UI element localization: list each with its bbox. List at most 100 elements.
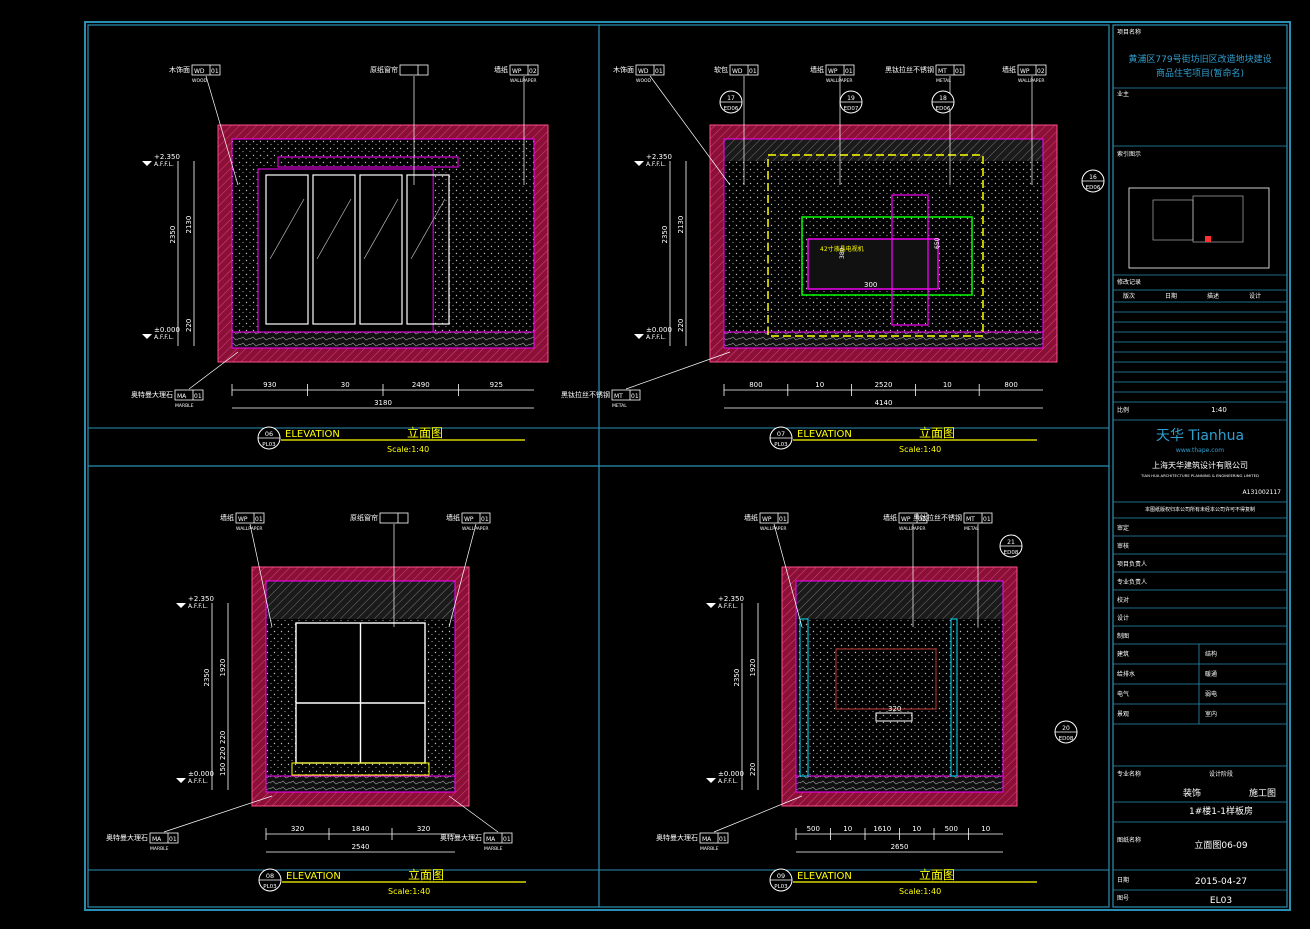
dim-text: 320	[417, 825, 430, 833]
tag-box	[729, 64, 759, 76]
tag-num: 01	[255, 516, 263, 523]
dim-text: 2350	[203, 669, 211, 687]
tag-code: MA	[486, 836, 496, 843]
level-marker	[176, 778, 186, 783]
callout-ref: ED08	[1059, 736, 1074, 742]
dim-text: 30	[341, 381, 350, 389]
level-afl: A.F.F.L.	[154, 334, 174, 341]
tag-sub: WALLPAPER	[760, 526, 786, 532]
level-top: +2.350	[154, 153, 180, 161]
tag-sub: WALLPAPER	[510, 78, 536, 84]
callout-num: 21	[1007, 539, 1015, 546]
dim-text: 2350	[733, 669, 741, 687]
dim-text: 930	[263, 381, 276, 389]
elevation-scale: Scale:1:40	[899, 887, 941, 896]
tag-sub: WALLPAPER	[826, 78, 852, 84]
tag-num: 01	[719, 836, 727, 843]
tag-code: MA	[152, 836, 162, 843]
tag-label: 奥特曼大理石	[440, 833, 482, 842]
sheet-number: EL03	[1210, 896, 1232, 906]
tv-screen	[807, 238, 939, 290]
dim-text: 220	[185, 319, 193, 332]
callout-ref: ED06	[936, 106, 951, 112]
level-bottom: ±0.000	[718, 770, 744, 778]
tag-code: MT	[966, 516, 975, 523]
dim-text: 2520	[875, 381, 893, 389]
tag-num: 01	[955, 68, 963, 75]
level-marker	[634, 161, 644, 166]
dim-text: 1840	[352, 825, 370, 833]
elevation-title-cn: 立面图	[919, 425, 955, 440]
interior-outline	[265, 580, 456, 793]
discipline: 结构	[1205, 650, 1217, 658]
ceiling-section	[724, 139, 1043, 161]
sheet-label: 图号	[1117, 895, 1129, 902]
level-afl: A.F.F.L.	[188, 778, 208, 785]
key-plan-outline	[1128, 187, 1270, 269]
elevation-group: +2.350A.F.F.L.±0.000A.F.F.L.235021302209…	[106, 64, 1105, 896]
discipline: 暖通	[1205, 670, 1217, 678]
sign-row: 制图	[1117, 632, 1129, 640]
dim-text: 10	[912, 825, 921, 833]
discipline: 景观	[1117, 711, 1129, 718]
tv-note: 42寸液晶电视机	[820, 245, 864, 253]
tag-num: 01	[169, 836, 177, 843]
dim-total: 2650	[891, 843, 909, 851]
tag-num: 01	[631, 393, 639, 400]
wardrobe-door	[257, 168, 434, 333]
date-value: 2015-04-27	[1195, 877, 1247, 887]
dim-text: 300	[864, 281, 877, 289]
tag-code: MT	[938, 68, 947, 75]
dim-text: 650	[934, 237, 941, 249]
dim-text: 1610	[873, 825, 891, 833]
elevation-title-en: ELEVATION	[797, 429, 852, 440]
key-plan-room	[1152, 199, 1194, 241]
level-top: +2.350	[188, 595, 214, 603]
level-afl: A.F.F.L.	[646, 161, 666, 168]
tag-label: 奥特曼大理石	[106, 833, 148, 842]
tag-box	[509, 64, 539, 76]
dim-text: 10	[943, 381, 952, 389]
tag-code: WD	[732, 68, 743, 75]
dim-text: 220	[219, 747, 227, 760]
tag-num: 01	[918, 516, 926, 523]
leader-line	[649, 75, 731, 186]
tag-sub: WOOD	[636, 78, 652, 84]
elevation-sheet: PL03	[262, 442, 276, 448]
elevation-title-en: ELEVATION	[285, 429, 340, 440]
callout-ref: ED08	[1004, 550, 1019, 556]
elevation-09: 320+2.350A.F.F.L.±0.000A.F.F.L.235019202…	[656, 512, 1078, 896]
elevation-number: 08	[266, 872, 274, 880]
callout-ref: ED06	[1086, 185, 1101, 191]
tag-num: 01	[211, 68, 219, 75]
tag-label: 墙纸	[446, 513, 460, 522]
tag-sub: MARBLE	[700, 846, 719, 852]
level-afl: A.F.F.L.	[646, 334, 666, 341]
column-panel	[891, 194, 929, 326]
tag-label: 墙纸	[494, 65, 508, 74]
sign-row: 设计	[1117, 614, 1129, 622]
level-marker	[706, 778, 716, 783]
elevation-sheet: PL03	[263, 884, 277, 890]
marble-skirting	[265, 775, 456, 793]
tag-num: 01	[194, 393, 202, 400]
tag-code: MA	[177, 393, 187, 400]
tag-num: 01	[845, 68, 853, 75]
stage-label: 专业名称	[1117, 770, 1141, 778]
level-afl: A.F.F.L.	[154, 161, 174, 168]
tag-sub: WALLPAPER	[899, 526, 925, 532]
project-label: 项目名称	[1117, 28, 1141, 36]
material-tag: 原纸窗帘	[350, 512, 409, 627]
level-top: +2.350	[718, 595, 744, 603]
stage-label: 设计阶段	[1209, 770, 1233, 778]
callout-num: 20	[1062, 725, 1070, 732]
sign-row: 校对	[1117, 596, 1129, 604]
